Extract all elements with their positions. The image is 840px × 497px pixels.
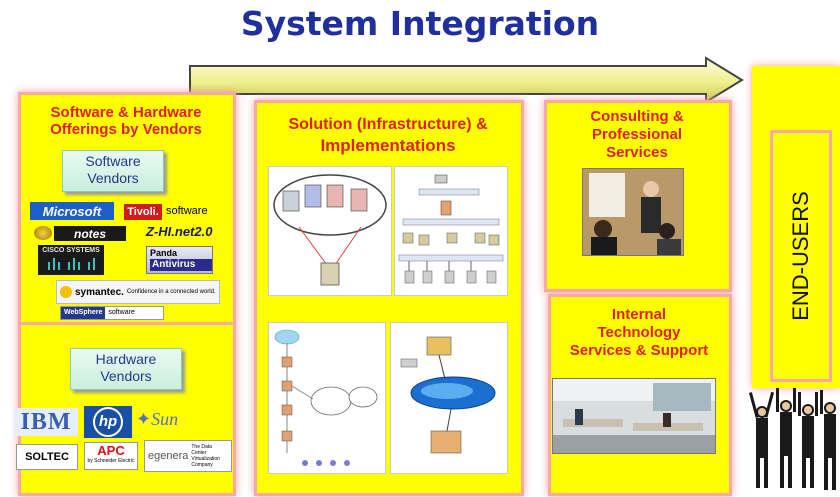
egenera-desc: The Data Center Virtualization Company: [191, 444, 220, 468]
hp-logo-text: hp: [93, 407, 123, 437]
vendors-heading-line1: Software & Hardware: [50, 104, 202, 121]
panda-line1: Panda: [150, 248, 178, 258]
internal-heading-line2: Technology: [597, 324, 681, 341]
sun-logo: ✦ Sun: [136, 404, 194, 434]
hierarchical-network-diagram: [268, 322, 386, 474]
vendors-divider: [18, 322, 236, 325]
tivoli-logo: Tivoli.: [124, 204, 162, 220]
vendors-heading: Software & Hardware Offerings by Vendors: [20, 104, 232, 138]
solution-heading-line1: Solution (Infrastructure) &: [288, 116, 488, 133]
apc-sub: by Schneider Electric: [87, 458, 135, 464]
flow-arrow: [189, 56, 744, 104]
websphere-suffix: software: [108, 309, 135, 316]
internal-heading-line3: Services & Support: [569, 342, 709, 359]
egenera-logo: egenera The Data Center Virtualization C…: [144, 440, 232, 472]
notes-icon: [34, 226, 52, 240]
zhi-logo: Z-HI.net2.0: [146, 224, 213, 239]
notes-logo: notes: [54, 226, 126, 241]
cisco-logo-text: CISCO SYSTEMS: [42, 247, 100, 254]
vendors-heading-line2: Offerings by Vendors: [50, 121, 202, 138]
sun-icon: ✦: [136, 408, 152, 429]
internal-heading-line1: Internal: [611, 306, 667, 323]
panda-antivirus-logo: Panda Antivirus: [146, 246, 213, 274]
consulting-heading-line2: Professional: [591, 126, 683, 143]
end-users-box: [770, 130, 832, 382]
cisco-bars-icon: [48, 258, 95, 270]
hardware-vendors-line2: Vendors: [100, 368, 152, 384]
solution-heading: Solution (Infrastructure) & Implementati…: [256, 115, 520, 157]
software-vendors-line2: Vendors: [87, 170, 139, 186]
soltec-logo: SOLTEC: [16, 444, 78, 470]
software-vendors-line1: Software: [85, 153, 141, 169]
network-topology-diagram: [394, 166, 508, 296]
celebrating-people-image: [748, 388, 836, 490]
sun-logo-text: Sun: [151, 408, 179, 429]
wan-diagram: [390, 322, 508, 474]
microsoft-logo: Microsoft: [30, 202, 114, 220]
websphere-logo: WebSphere software: [60, 306, 164, 320]
software-vendors-box: Software Vendors: [62, 150, 164, 192]
apc-logo: APC by Schneider Electric: [84, 442, 138, 470]
consulting-heading-line3: Services: [606, 144, 668, 161]
virtualization-diagram: [268, 166, 392, 296]
consulting-photo: [582, 168, 684, 256]
egenera-name: egenera: [148, 450, 189, 462]
symantec-name: symantec.: [75, 286, 124, 298]
cisco-logo: CISCO SYSTEMS: [38, 245, 104, 275]
tivoli-suffix: software: [166, 205, 208, 217]
hardware-vendors-box: Hardware Vendors: [70, 348, 182, 390]
consulting-heading-line1: Consulting &: [590, 108, 684, 125]
hardware-vendors-line1: Hardware: [95, 351, 157, 367]
apc-logo-text: APC: [97, 443, 125, 458]
panda-line2: Antivirus: [150, 259, 212, 271]
hp-logo: hp: [84, 406, 132, 438]
office-photo: [552, 378, 716, 454]
end-users-label: END-USERS: [788, 191, 814, 321]
symantec-tagline: Confidence in a connected world.: [126, 289, 216, 295]
internal-heading: Internal Technology Services & Support: [548, 306, 730, 360]
ibm-logo: IBM: [14, 408, 78, 436]
symantec-icon: [60, 286, 72, 298]
symantec-logo: symantec. Confidence in a connected worl…: [56, 280, 220, 304]
websphere-name: WebSphere: [61, 307, 106, 319]
page-title: System Integration: [240, 4, 600, 43]
end-users-label-wrap: END-USERS: [770, 130, 832, 382]
consulting-heading: Consulting & Professional Services: [546, 108, 728, 162]
solution-heading-line2: Implementations: [320, 136, 456, 155]
